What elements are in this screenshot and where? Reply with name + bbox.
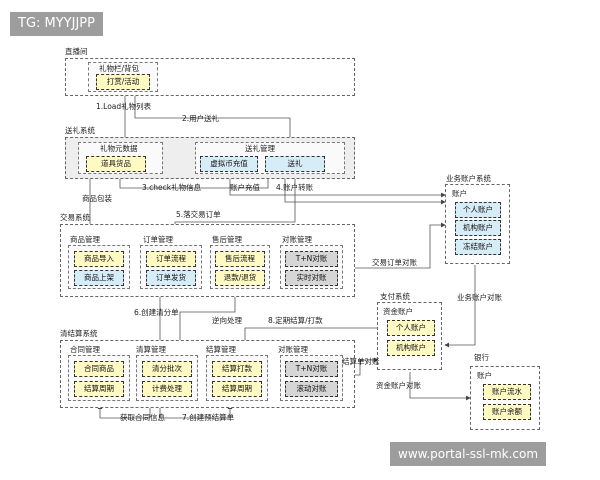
settle-item[interactable]: 结算周期 (212, 381, 262, 397)
contract-item[interactable]: 结算周期 (74, 381, 124, 397)
flow-line (134, 88, 293, 151)
settle-recon-item[interactable]: T+N对账 (285, 361, 338, 377)
gift-sys-title: 送礼系统 (65, 126, 95, 135)
flow-label: 6.创建清分单 (134, 308, 179, 317)
flow-label: 3.check礼物信息 (142, 183, 202, 192)
flow-line (345, 222, 446, 269)
biz-account-item[interactable]: 个人账户 (455, 202, 501, 218)
flow-label: 业务账户对账 (457, 293, 502, 302)
flow-label: 5.落交易订单 (176, 210, 221, 219)
settle-recon-title: 对账管理 (278, 345, 308, 354)
order-item[interactable]: 订单流程 (146, 251, 196, 267)
reward-button[interactable]: 打赏/活动 (96, 74, 150, 90)
goods-item[interactable]: 商品上架 (74, 270, 124, 286)
biz-account-title: 业务账户系统 (446, 174, 491, 183)
flow-label: 7.创建预结算单 (182, 413, 235, 422)
fund-account-item[interactable]: 个人账户 (387, 320, 435, 336)
flow-label: 交易订单对账 (372, 258, 417, 267)
clear-item[interactable]: 计费处理 (142, 381, 192, 397)
trade-title: 交易系统 (60, 213, 90, 222)
flow-label: 获取合同信息 (120, 413, 165, 422)
contract-item[interactable]: 合同商品 (74, 361, 124, 377)
flow-label: 商品包装 (82, 194, 112, 203)
clear-title: 清算管理 (136, 345, 166, 354)
flow-label: 账户充值 (230, 183, 260, 192)
flow-label: 1.Load礼物列表 (96, 102, 152, 111)
flow-line (284, 172, 446, 205)
goods-manage-title: 商品管理 (70, 235, 100, 244)
trade-recon-item[interactable]: T+N对账 (285, 251, 338, 267)
flow-label: 2.用户送礼 (182, 114, 220, 123)
flow-label: 8.定期结算/打款 (268, 316, 323, 325)
payment-title: 支付系统 (380, 292, 410, 301)
gift-bar-label: 礼物栏/背包 (99, 64, 140, 73)
flow-line (159, 402, 233, 419)
bank-item[interactable]: 账户流水 (483, 384, 531, 400)
send-gift-button[interactable]: 送礼 (265, 156, 325, 172)
payment-system (377, 302, 442, 370)
contract-title: 合同管理 (70, 345, 100, 354)
settle-manage-title: 结算管理 (206, 345, 236, 354)
aftersale-title: 售后管理 (212, 235, 242, 244)
biz-account-item[interactable]: 机构账户 (455, 220, 501, 236)
settle-title: 清结算系统 (60, 329, 98, 338)
flow-label: 结算单对账 (342, 357, 380, 366)
flow-line (444, 265, 476, 348)
gift-manage-label: 送礼管理 (245, 144, 275, 153)
live-title: 直播间 (65, 47, 88, 56)
aftersale-item[interactable]: 售后流程 (215, 251, 265, 267)
flow-label: 逆向处理 (212, 316, 242, 325)
trade-recon-title: 对账管理 (282, 235, 312, 244)
goods-item[interactable]: 商品导入 (74, 251, 124, 267)
flow-line (117, 172, 269, 189)
gift-meta-label: 礼物元数据 (100, 144, 138, 153)
trade-recon-item[interactable]: 实时对账 (285, 270, 338, 286)
biz-account-label: 账户 (452, 189, 467, 198)
flow-label: 4.账户转账 (276, 183, 314, 192)
order-item[interactable]: 订单发货 (146, 270, 196, 286)
aftersale-item[interactable]: 退款/退货 (215, 270, 265, 286)
settle-recon-item[interactable]: 滚动对账 (285, 381, 338, 397)
flow-line (409, 372, 471, 401)
settle-item[interactable]: 结算打款 (212, 361, 262, 377)
order-manage-title: 订单管理 (143, 235, 173, 244)
recharge-button[interactable]: 虚拟币充值 (200, 156, 258, 172)
flow-line (97, 402, 151, 419)
bank-item[interactable]: 账户余额 (483, 404, 531, 420)
watermark-top: TG: MYYJJPP (10, 12, 103, 36)
flow-line (177, 288, 236, 351)
watermark-bottom: www.portal-ssl-mk.com (390, 442, 547, 466)
clear-item[interactable]: 清分批次 (142, 361, 192, 377)
bank-account-label: 账户 (477, 371, 492, 380)
flow-line (229, 172, 446, 198)
biz-account-item[interactable]: 冻结账户 (455, 239, 501, 255)
fund-account-item[interactable]: 机构账户 (387, 340, 435, 356)
bank-title: 银行 (474, 353, 489, 362)
flow-label: 资金账户对账 (376, 381, 421, 390)
props-goods-button[interactable]: 道具货品 (86, 156, 146, 172)
fund-account-label: 资金账户 (383, 307, 413, 316)
